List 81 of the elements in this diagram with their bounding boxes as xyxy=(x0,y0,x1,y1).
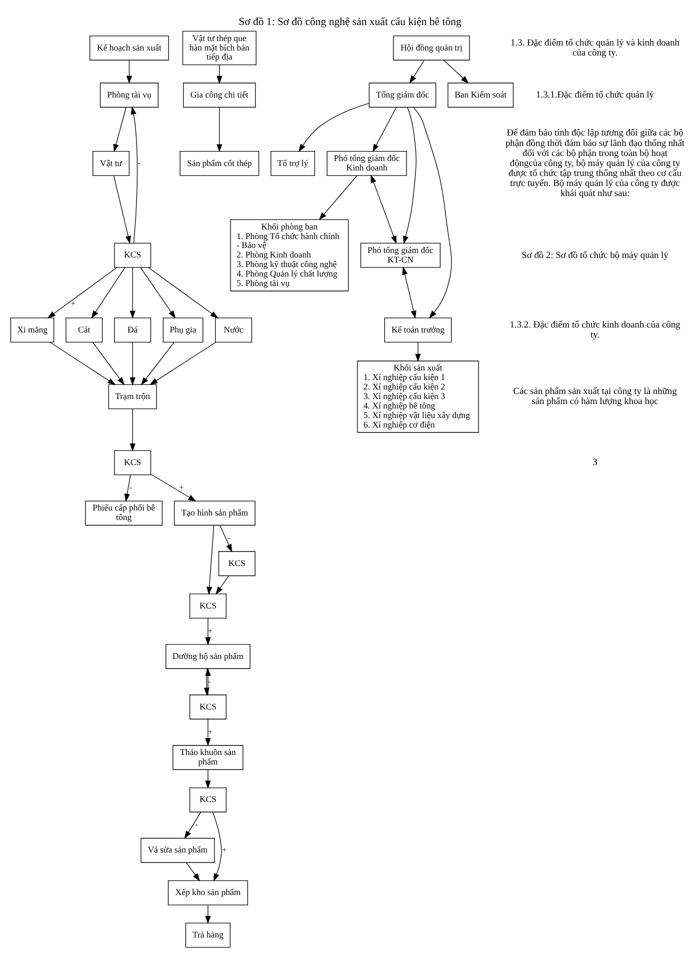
arrow xyxy=(205,618,211,645)
node-box: Phòng tài vụ xyxy=(100,82,158,108)
arrow xyxy=(150,341,216,385)
arrow xyxy=(47,266,118,318)
arrow xyxy=(130,106,138,244)
node-box: Kế hoạch sản xuất xyxy=(90,35,169,60)
arrow xyxy=(205,718,211,746)
arrow xyxy=(184,811,202,838)
node-box: Tạo hình sản phẩm xyxy=(174,500,256,526)
node-box: Ban Kiểm soát xyxy=(448,82,514,108)
node-box: Sản phẩm cốt thép xyxy=(180,150,260,176)
label: Để đảm bảo tính độc lập tương đối giữa các bộ phận đồng thời đảm bảo sự lãnh đạo thống nhất đối với các bộ phận trong toàn bộ hoạt độngcủa công ty, bộ máy quản lý của công ty được tổ chức tập trung thống nhất theo cơ cấu trực tuyến. Bộ máy quản lý của công ty được khái quát như sau: xyxy=(505,128,685,199)
arrow xyxy=(92,342,125,385)
arrow xyxy=(415,342,421,362)
node-box: Tháo khuôn sản phẩm xyxy=(172,744,244,770)
arrow xyxy=(220,524,232,552)
node-box: Khối sản xuất 1. Xí nghiệp cấu kiện 1 2. Xí nghiệp cấu kiện 2 3. Xí nghiệp cấu kiện 3 4. Xí nghiệp bê tông 5. Xí nghiệp vật liệu xây dựng 6. Xí nghiệp cơ điện xyxy=(357,360,479,432)
node-box: KCS xyxy=(189,694,226,719)
label: Các sản phẩm sản xuất tại công ty là những sản phẩm có hàm lượng khoa học xyxy=(513,386,677,407)
arrow xyxy=(205,904,211,924)
node-box: KCS xyxy=(218,550,256,576)
node-box: Phó tổng giám đốc KT-CN xyxy=(360,242,441,268)
arrow xyxy=(124,474,131,502)
arrow xyxy=(370,174,396,244)
arrow xyxy=(150,473,196,501)
node-box: Khối phòng ban 1. Phòng Tổ chức hành chính - Bảo vệ 2. Phòng Kinh doanh 3. Phòng kỹ thuật công nghệ 4. Phòng Quản lý chất lượng 5. Phòng tài vụ xyxy=(230,218,349,291)
node-box: Phụ gia xyxy=(162,317,204,342)
arrow xyxy=(298,102,370,152)
node-box: Phiếu cấp phối bê tông xyxy=(85,500,163,526)
node-box: KCS xyxy=(114,450,152,475)
arrow xyxy=(409,59,424,84)
arrow xyxy=(403,106,416,244)
arrow xyxy=(113,174,131,244)
label: 3 xyxy=(592,458,598,468)
arrow xyxy=(206,524,214,594)
label: 1.3. Đặc điểm tổ chức quản lý và kinh doanh của công ty. xyxy=(510,38,680,58)
arrow xyxy=(402,266,416,318)
arrow xyxy=(140,266,176,318)
node-box: Trạm trộn xyxy=(108,384,157,409)
node-box: Dưỡng hộ sản phẩm xyxy=(166,644,250,668)
arrow xyxy=(216,106,222,152)
node-box: Vật tư xyxy=(92,150,130,176)
arrow xyxy=(216,575,230,594)
arrow xyxy=(148,266,218,318)
arrow xyxy=(91,266,126,318)
arrow xyxy=(205,768,211,788)
arrow xyxy=(444,59,469,84)
node-box: Tổ trợ lý xyxy=(270,150,315,176)
arrow xyxy=(413,106,452,318)
arrow xyxy=(140,342,174,385)
label: 1.3.1.Đặc điểm tổ chức quản lý xyxy=(536,90,654,100)
node-box: Vá sửa sản phẩm xyxy=(140,837,215,862)
node-box: KCS xyxy=(114,242,152,268)
node-box: Cát xyxy=(66,317,103,342)
node-box: Trả hàng xyxy=(185,922,231,948)
arrow xyxy=(186,862,200,881)
node-box: Gia công chi tiết xyxy=(183,82,256,108)
node-box: Xếp kho sản phẩm xyxy=(168,880,248,905)
node-box: KCS xyxy=(189,593,226,618)
arrow xyxy=(212,811,222,882)
node-box: KCS xyxy=(189,786,226,812)
node-box: Nước xyxy=(215,317,252,342)
node-box: Kế toán trưởng xyxy=(384,317,452,342)
node-box: Phó tổng giám đốc Kinh doanh xyxy=(326,150,407,176)
node-box: Đá xyxy=(114,317,152,342)
label: Sơ đồ 2: Sơ đồ tổ chức bộ máy quản lý xyxy=(522,250,668,260)
node-box: Tổng giám đốc xyxy=(368,82,436,108)
arrow xyxy=(216,64,222,84)
arrow xyxy=(50,341,116,385)
arrow xyxy=(372,106,397,152)
arrow xyxy=(130,342,136,385)
arrow xyxy=(318,174,358,220)
node-box: Xi măng xyxy=(10,317,54,342)
node-box: Hội đồng quản trị xyxy=(393,35,470,60)
label: 1.3.2. Đặc điểm tổ chức kinh doanh của công ty. xyxy=(510,320,680,340)
diagram-title: Sơ đồ 1: Sơ đồ công nghệ sản xuất cấu kiện bê tông xyxy=(238,16,462,28)
arrow xyxy=(130,408,136,452)
arrow xyxy=(130,266,136,318)
arrow xyxy=(113,106,126,152)
arrow xyxy=(126,59,132,84)
node-box: Vật tư thép que hàn mặt bích bản tiếp địa xyxy=(182,30,256,65)
